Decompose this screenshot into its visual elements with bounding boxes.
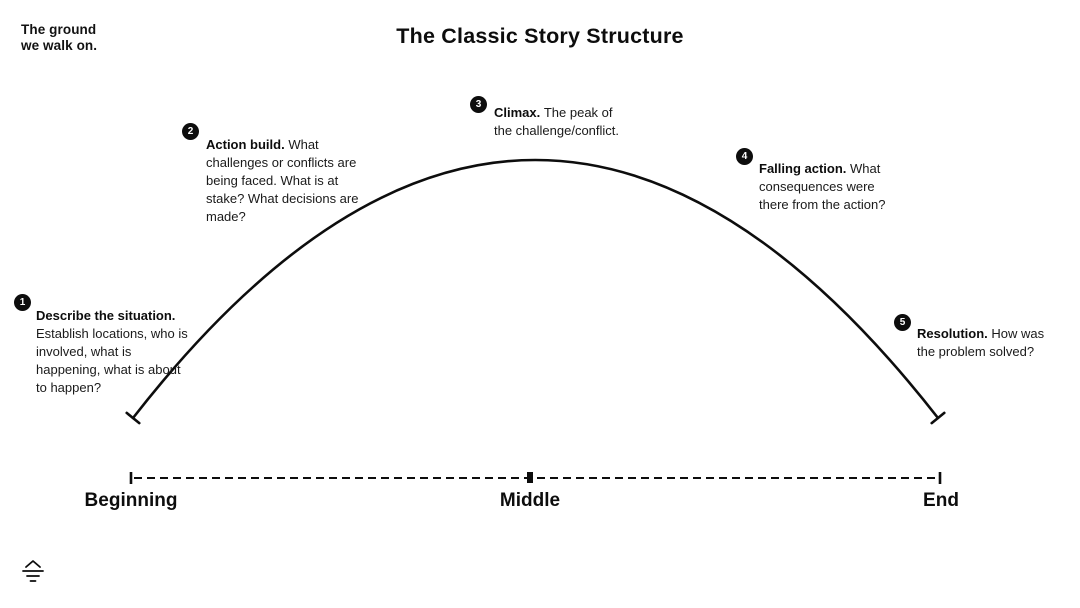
annotation-3: Climax. The peak of the challenge/confli… [494,104,624,140]
annotation-4-body: What consequences were there from the ac… [759,161,886,212]
timeline-middle-tick [527,472,533,483]
annotation-2-heading: Action build. [206,137,289,152]
logo: The ground we walk on. [21,22,97,54]
annotation-5-body: How was the problem solved? [917,326,1045,359]
annotation-3-number-badge: 3 [470,96,487,113]
annotation-2: Action build. What challenges or conflic… [206,136,361,226]
logo-line-1: The ground [21,22,97,37]
ground-icon [22,560,44,582]
timeline-label-beginning: Beginning [84,490,178,511]
annotation-3-heading: Climax. [494,105,544,120]
arc-left-tick [125,411,141,425]
annotation-3-body: The peak of the challenge/conflict. [494,105,620,138]
annotation-5-number-badge: 5 [894,314,911,331]
annotation-5-heading: Resolution. [917,326,992,341]
annotation-4-heading: Falling action. [759,161,851,176]
annotation-2-body: What challenges or conflicts are being f… [206,137,359,224]
story-arc-curve [131,158,940,420]
page-title: The Classic Story Structure [396,24,684,48]
timeline-label-end: End [923,490,959,511]
annotation-2-number-badge: 2 [182,123,199,140]
logo-line-2: we walk on. [21,37,98,53]
annotation-4: Falling action. What consequences were t… [759,160,891,214]
timeline-label-middle: Middle [499,490,561,511]
arc-right-tick [930,411,946,425]
annotation-5: Resolution. How was the problem solved? [917,325,1057,361]
annotation-1-heading: Describe the situation. [36,308,176,323]
annotation-1: Describe the situation. Establish locati… [36,307,188,397]
annotation-1-body: Establish locations, who is involved, wh… [36,325,188,395]
annotation-1-number-badge: 1 [14,294,31,311]
annotation-4-number-badge: 4 [736,148,753,165]
